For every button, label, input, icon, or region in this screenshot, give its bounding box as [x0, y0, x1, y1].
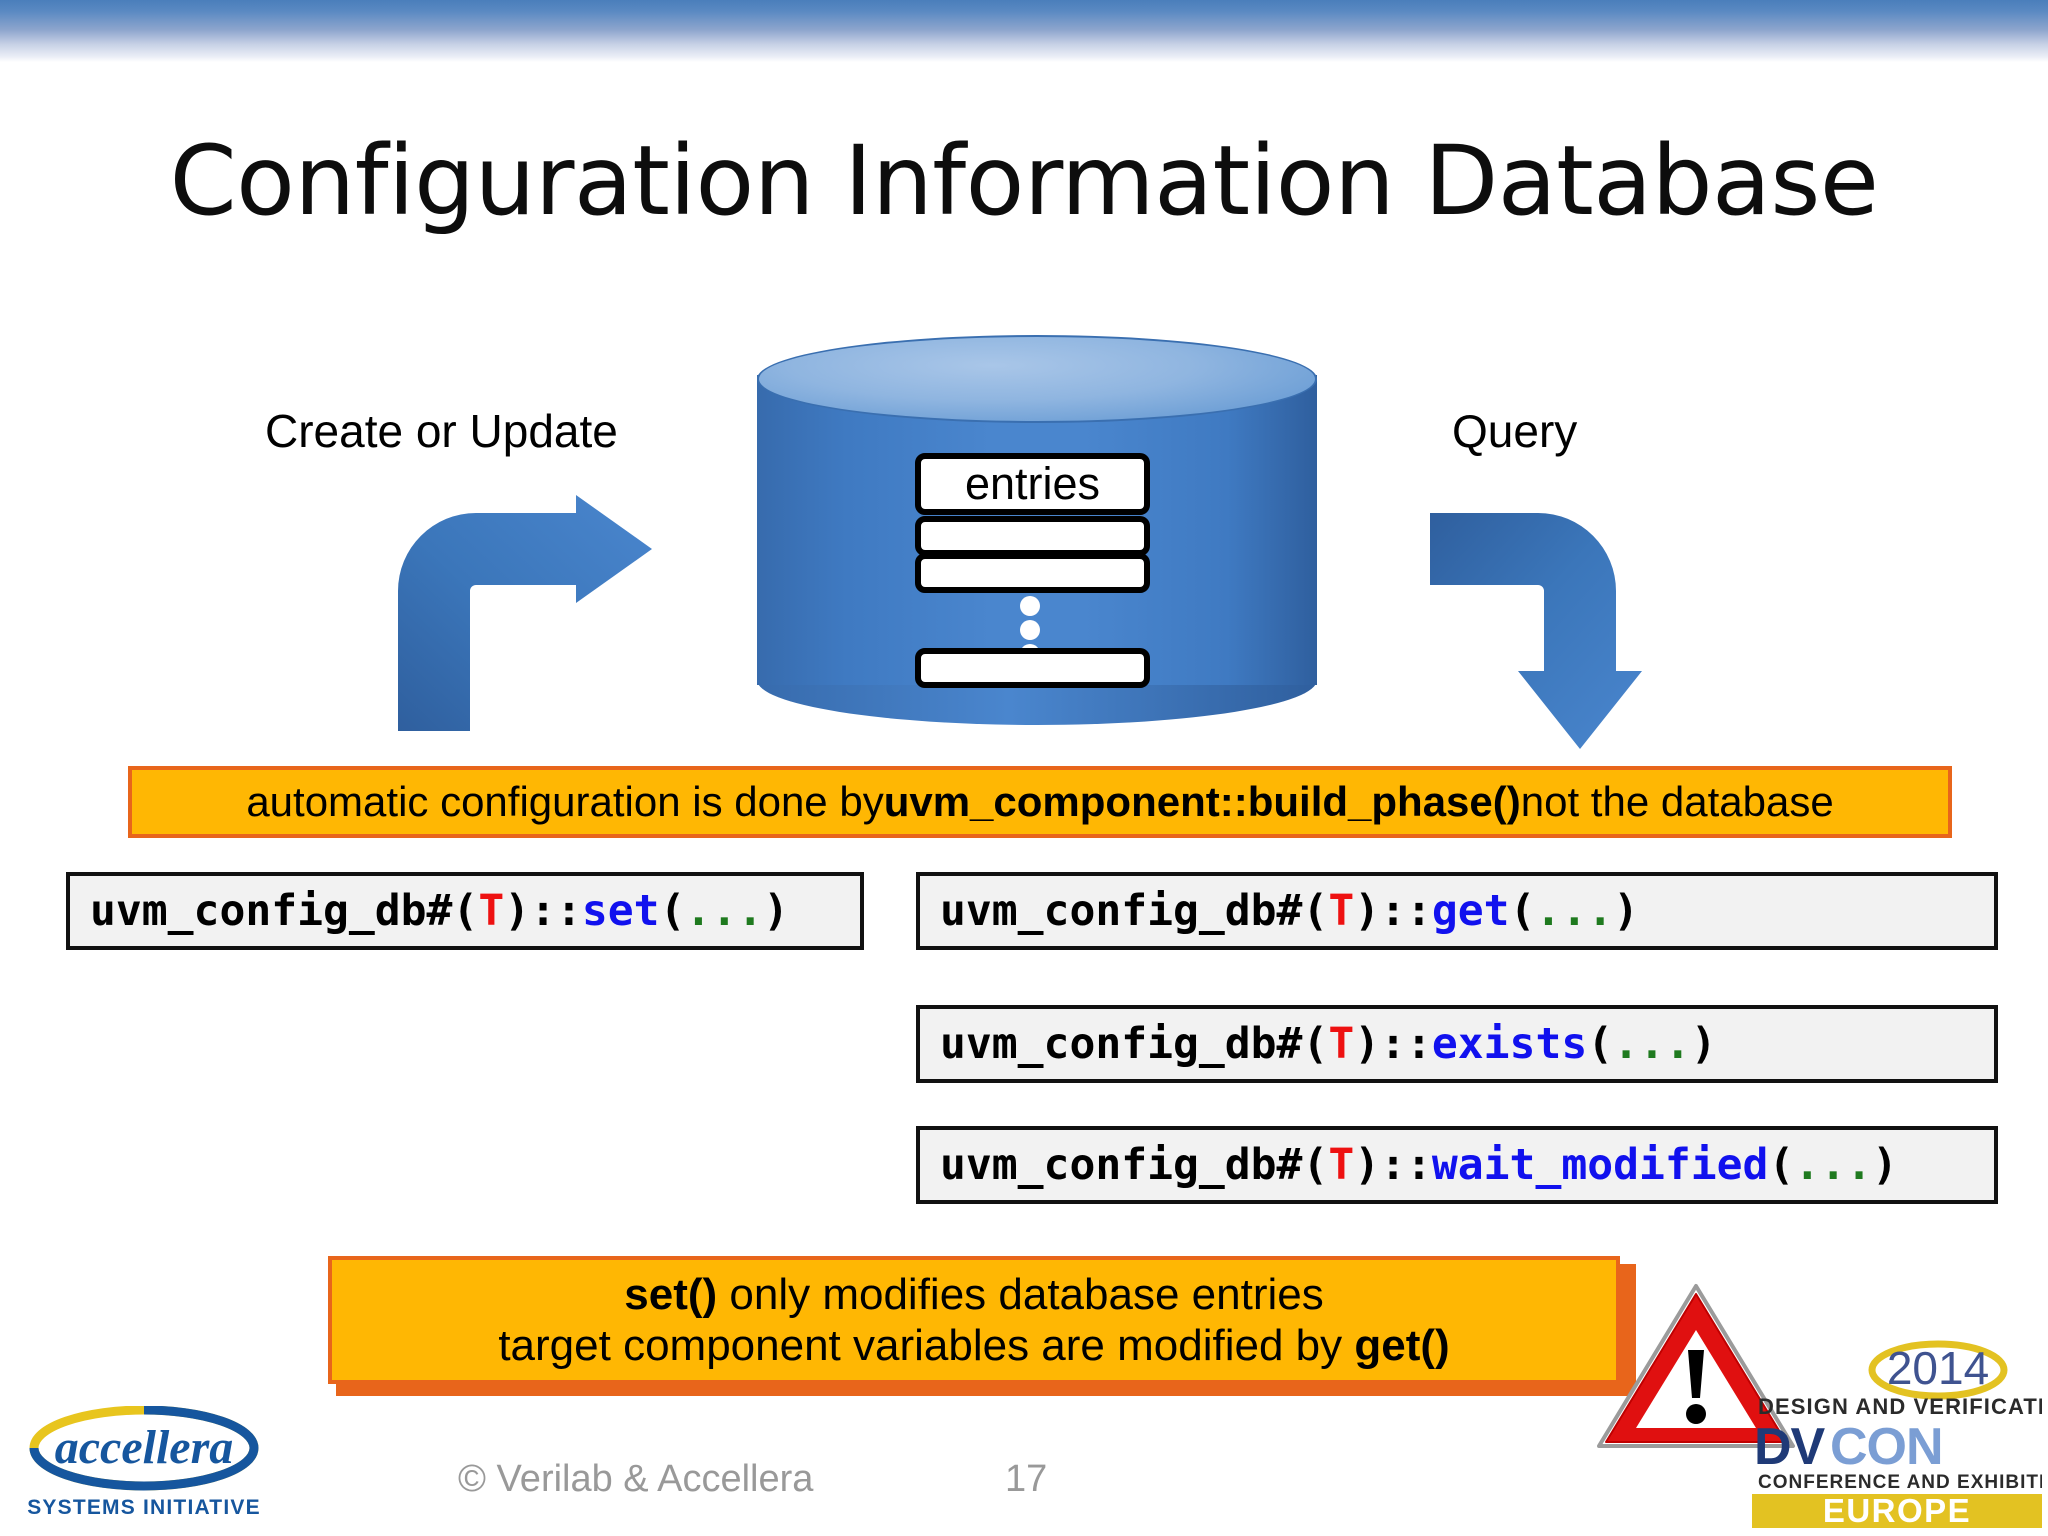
code-type-param: T: [478, 886, 505, 936]
code-scope: )::: [1354, 1140, 1432, 1190]
code-close-paren: ): [763, 886, 790, 936]
code-args: ...: [1535, 886, 1614, 936]
svg-text:EUROPE: EUROPE: [1823, 1492, 1971, 1529]
footer-page-number: 17: [1005, 1458, 1048, 1500]
code-method: wait_modified: [1431, 1140, 1769, 1190]
code-open-paren: (: [659, 886, 686, 936]
code-args: ...: [685, 886, 764, 936]
code-open-paren: (: [1509, 886, 1536, 936]
warning-line-1: set() only modifies database entries: [624, 1269, 1323, 1320]
page-title: Configuration Information Database: [169, 125, 1879, 237]
database-entries-stack: entries: [915, 453, 1150, 688]
code-prefix: uvm_config_db#(: [940, 1019, 1329, 1069]
code-args: ...: [1613, 1019, 1691, 1069]
curved-down-arrow-icon: [1430, 495, 1700, 755]
cylinder-top: [757, 335, 1317, 423]
code-type-param: T: [1328, 1140, 1355, 1190]
note-emphasis: uvm_component::build_phase(): [883, 778, 1521, 825]
svg-text:SYSTEMS INITIATIVE: SYSTEMS INITIATIVE: [27, 1496, 261, 1519]
code-prefix: uvm_config_db#(: [940, 1140, 1329, 1190]
warning-triangle-icon: [1596, 1282, 1796, 1450]
code-method: get: [1431, 886, 1510, 936]
warning-line1-rest: only modifies database entries: [717, 1269, 1324, 1319]
footer-copyright: © Verilab & Accellera: [458, 1458, 814, 1500]
code-close-paren: ): [1690, 1019, 1717, 1069]
code-prefix: uvm_config_db#(: [90, 886, 479, 936]
accellera-logo: accellera SYSTEMS INITIATIVE: [26, 1405, 262, 1524]
entry-row: [915, 648, 1150, 688]
code-method: set: [581, 886, 660, 936]
dvcon-europe-logo: 2014 DESIGN AND VERIFICATION DV CON CONF…: [1752, 1340, 2048, 1530]
entries-label-box: entries: [915, 453, 1150, 515]
note-suffix: not the database: [1520, 778, 1834, 825]
code-scope: )::: [1354, 1019, 1432, 1069]
warning-line1-bold: set(): [624, 1269, 718, 1319]
svg-text:2014: 2014: [1887, 1342, 1989, 1394]
note-prefix: automatic configuration is done by: [246, 778, 884, 825]
top-gradient-banner: [0, 0, 2048, 62]
top-banner-edge: [0, 62, 2048, 65]
warning-line2-bold: get(): [1354, 1321, 1450, 1370]
code-method: exists: [1431, 1019, 1588, 1069]
code-scope: )::: [504, 886, 582, 936]
entry-row: [915, 516, 1150, 556]
code-type-param: T: [1328, 1019, 1355, 1069]
code-box-set: uvm_config_db#(T)::set(...): [66, 872, 864, 950]
warning-line-2: target component variables are modified …: [498, 1320, 1449, 1371]
code-type-param: T: [1328, 886, 1355, 936]
svg-text:DESIGN AND VERIFICATION: DESIGN AND VERIFICATION: [1758, 1394, 2042, 1419]
code-box-exists: uvm_config_db#(T)::exists(...): [916, 1005, 1998, 1083]
code-prefix: uvm_config_db#(: [940, 886, 1329, 936]
svg-text:DV: DV: [1754, 1418, 1826, 1476]
code-scope: )::: [1354, 886, 1432, 936]
svg-text:CON: CON: [1830, 1418, 1943, 1476]
entry-row: [915, 553, 1150, 593]
create-or-update-label: Create or Update: [265, 405, 618, 457]
code-open-paren: (: [1768, 1140, 1795, 1190]
svg-text:accellera: accellera: [55, 1421, 234, 1474]
code-box-wait-modified: uvm_config_db#(T)::wait_modified(...): [916, 1126, 1998, 1204]
warning-line2-pre: target component variables are modified …: [498, 1321, 1355, 1370]
code-box-get: uvm_config_db#(T)::get(...): [916, 872, 1998, 950]
svg-text:CONFERENCE AND EXHIBITION: CONFERENCE AND EXHIBITION: [1758, 1472, 2042, 1493]
code-close-paren: ): [1872, 1140, 1898, 1190]
vertical-ellipsis-icon: [1020, 596, 1044, 664]
set-get-warning-box: set() only modifies database entries tar…: [328, 1256, 1620, 1384]
query-label: Query: [1452, 405, 1578, 457]
code-args: ...: [1794, 1140, 1872, 1190]
code-open-paren: (: [1587, 1019, 1614, 1069]
automatic-configuration-note: automatic configuration is done by uvm_c…: [128, 766, 1952, 838]
code-close-paren: ): [1613, 886, 1640, 936]
curved-right-arrow-icon: [390, 495, 660, 735]
